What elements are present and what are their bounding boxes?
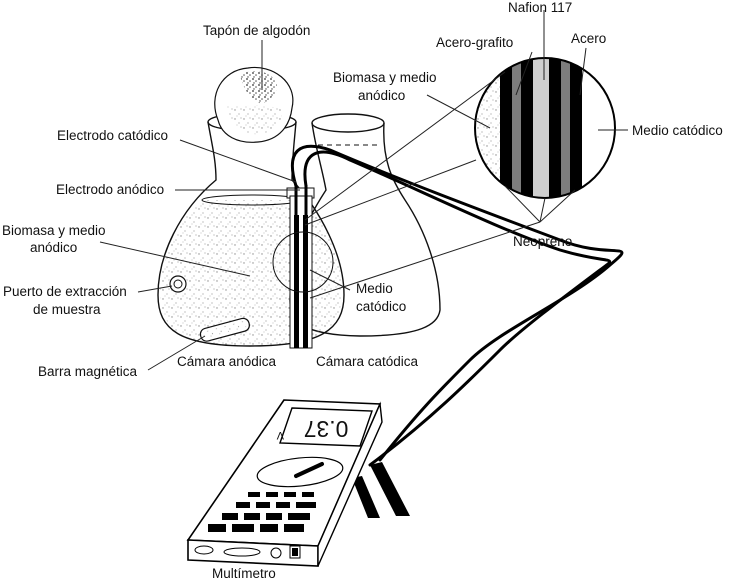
- label-sampling-port-line1: Puerto de extracción: [3, 284, 127, 299]
- label-stir-bar: Barra magnética: [38, 364, 138, 379]
- anolyte-fill: [160, 200, 342, 346]
- sampling-port: [170, 276, 186, 292]
- label-cathode-chamber: Cámara catódica: [316, 354, 419, 369]
- label-steel-graphite: Acero-grafito: [436, 35, 513, 50]
- label-anode-electrode: Electrodo anódico: [56, 182, 164, 197]
- label-neoprene: Neopreno: [513, 234, 572, 249]
- label-cathodic-medium-line2: catódico: [356, 299, 406, 314]
- multimeter: [188, 400, 410, 566]
- label-biomass-right-line1: Biomasa y medio: [333, 70, 437, 85]
- label-cotton-plug: Tapón de algodón: [203, 23, 310, 38]
- label-anode-chamber: Cámara anódica: [177, 354, 277, 369]
- label-multimeter: Multímetro: [212, 566, 276, 581]
- label-biomass-right-line2: anódico: [358, 88, 405, 103]
- label-cathodic-medium-right: Medio catódico: [632, 123, 723, 138]
- label-biomass-left-line2: anódico: [30, 240, 77, 255]
- label-nafion: Nafion 117: [508, 0, 572, 15]
- label-biomass-left-line1: Biomasa y medio: [2, 223, 106, 238]
- display-reading: 0.37: [304, 416, 349, 442]
- label-cathode-electrode: Electrodo catódico: [57, 128, 168, 143]
- label-steel: Acero: [571, 31, 606, 46]
- label-sampling-port-line2: de muestra: [33, 302, 101, 317]
- display-unit: V: [276, 429, 284, 441]
- label-cathodic-medium-line1: Medio: [356, 281, 393, 296]
